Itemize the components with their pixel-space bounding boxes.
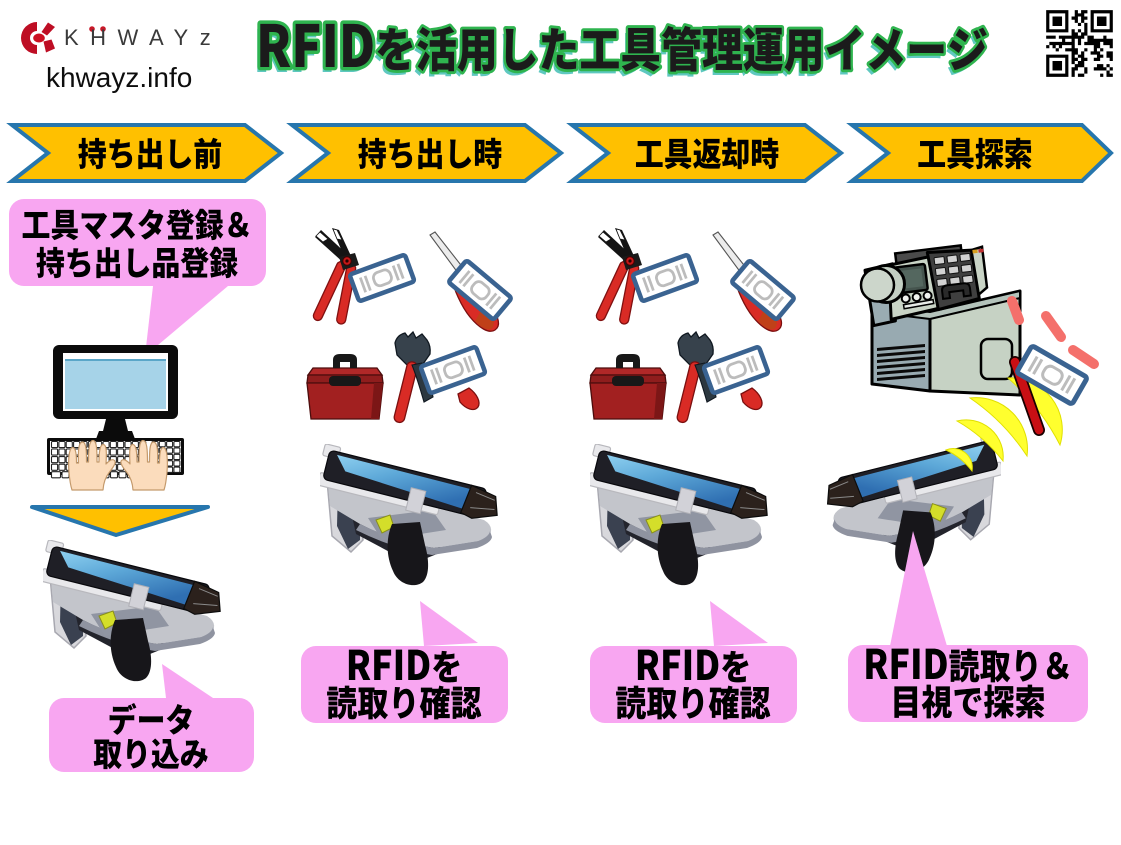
svg-text:KHWAYz: KHWAYz bbox=[64, 25, 222, 50]
